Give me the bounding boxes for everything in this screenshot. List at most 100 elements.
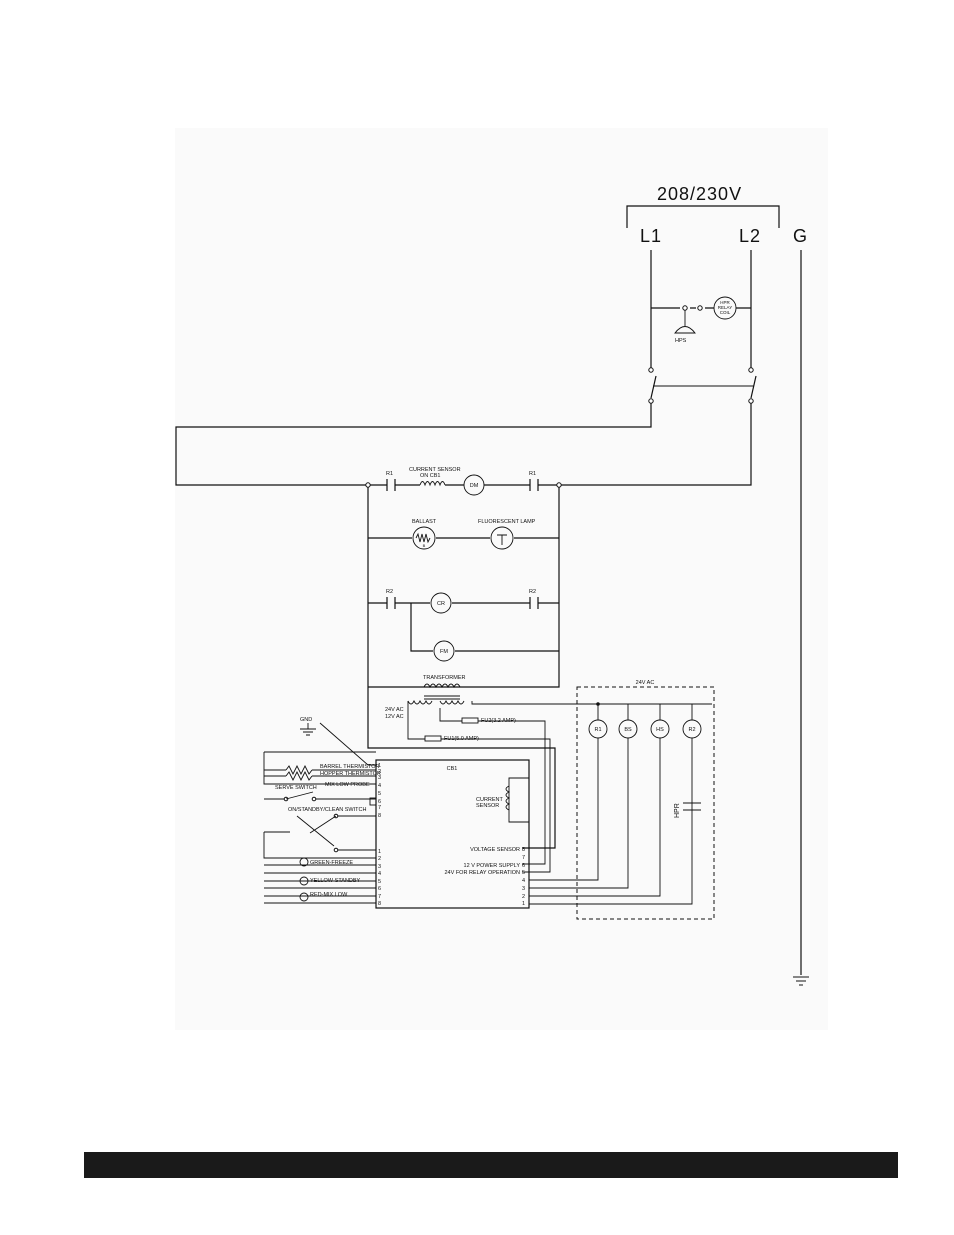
relay-box-title: 24V AC xyxy=(636,680,655,686)
relay-box: 24V AC R1 BS HS R2 HPR xyxy=(576,680,715,920)
footer-bar xyxy=(84,1152,898,1178)
pin-number: 5 xyxy=(522,870,525,876)
gnd-label: GND xyxy=(300,717,312,723)
dasher-motor-branch: R1 CURRENT SENSOR ON CB1 DM R1 xyxy=(365,467,562,496)
relay-coil-bs-label: BS xyxy=(624,727,632,733)
hpr-coil-label-1: HPR xyxy=(720,300,730,305)
supply-voltage-label: 208/230V xyxy=(657,184,742,204)
current-sensor-label-2: ON CB1 xyxy=(420,473,440,479)
pin-number: 1 xyxy=(378,763,381,769)
pin-number: 3 xyxy=(522,886,525,892)
cb1-board xyxy=(375,759,530,909)
hpr-relay-coil-icon xyxy=(713,296,737,320)
tx-12v-label: 12V AC xyxy=(385,714,404,720)
on-standby-clean-switch-label: ON/STANDBY/CLEAN SWITCH xyxy=(288,807,366,813)
r2-coil-icon xyxy=(682,719,702,739)
fluorescent-lamp-label: FLUORESCENT LAMP xyxy=(478,519,536,525)
pin-number: 5 xyxy=(378,791,381,797)
fm-label: FM xyxy=(440,649,448,655)
dasher-motor-icon xyxy=(463,474,485,496)
compressor-fan-branch: R2 CR R2 FM xyxy=(368,589,559,662)
l1-label: L1 xyxy=(640,226,662,246)
yellow-standby-label: YELLOW-STANDBY xyxy=(310,878,361,884)
cb1-pins-right: 8 7 6 5 4 3 2 1 xyxy=(522,847,525,907)
diagram-panel xyxy=(175,128,828,1030)
relay-coil-hs-label: HS xyxy=(656,727,664,733)
cb1-pins-upper: 1 2 3 4 5 6 7 8 xyxy=(378,763,381,819)
relay-box-outline xyxy=(576,686,715,920)
voltage-sensor-label: VOLTAGE SENSOR xyxy=(470,847,520,853)
fluorescent-lamp-icon xyxy=(490,526,514,550)
pin-number: 6 xyxy=(378,886,381,892)
hs-coil-icon xyxy=(650,719,670,739)
current-sensor-coil-icon xyxy=(419,481,446,487)
l2-label: L2 xyxy=(739,226,761,246)
current-sensor-label-1: CURRENT SENSOR xyxy=(409,467,461,473)
pin-number: 8 xyxy=(378,813,381,819)
main-contacts xyxy=(175,367,757,486)
pin-number: 2 xyxy=(522,894,525,900)
12v-power-supply-label: 12 V POWER SUPPLY xyxy=(464,863,521,869)
pin-number: 6 xyxy=(378,799,381,805)
ground-line xyxy=(793,250,809,986)
pin-number: 4 xyxy=(378,783,381,789)
cb1-label: CB1 xyxy=(447,766,458,772)
cb1-current-sensor-label-2: SENSOR xyxy=(476,803,499,809)
pin-number: 7 xyxy=(378,894,381,900)
hpr-coil-label-2: RELAY xyxy=(718,305,732,310)
cb1-outputs: VOLTAGE SENSOR 12 V POWER SUPPLY 24V FOR… xyxy=(445,738,693,905)
earth-ground-icon xyxy=(793,976,809,986)
pin-number: 4 xyxy=(378,871,381,877)
pin-number: 2 xyxy=(378,856,381,862)
pin-number: 8 xyxy=(522,847,525,853)
bs-coil-icon xyxy=(618,719,638,739)
ballast-label: BALLAST xyxy=(412,519,437,525)
serve-switch: SERVE SWITCH xyxy=(264,785,376,802)
cb1-current-sensor-label-1: CURRENT xyxy=(476,797,504,803)
cb1-pins-lower: 1 2 3 4 5 6 7 8 xyxy=(378,849,381,907)
hpr-contact-label: HPR xyxy=(674,803,681,818)
compressor-relay-icon xyxy=(430,592,452,614)
ballast-b-label: B xyxy=(423,543,426,548)
pin-number: 8 xyxy=(378,901,381,907)
relay-coil-r2-label: R2 xyxy=(688,727,695,733)
pin-number: 3 xyxy=(378,775,381,781)
pin-number: 4 xyxy=(522,878,525,884)
thermistor-inputs: BARREL THERMISTOR HOPPER THERMISTOR MIX … xyxy=(263,751,381,788)
hps-label: HPS xyxy=(675,338,687,344)
left-bus xyxy=(367,487,556,849)
hopper-thermistor-label: HOPPER THERMISTOR xyxy=(320,771,381,777)
fan-motor-icon xyxy=(433,640,455,662)
r1-contact-left-label: R1 xyxy=(386,471,393,477)
fu1-fuse-icon xyxy=(424,735,442,742)
pin-number: 6 xyxy=(522,863,525,869)
indicator-lamps: GREEN-FREEZE YELLOW-STANDBY RED-MIX LOW xyxy=(264,857,376,904)
fu2-fuse-icon xyxy=(461,717,479,724)
pin-number: 5 xyxy=(378,879,381,885)
green-freeze-label: GREEN-FREEZE xyxy=(310,860,353,866)
ballast-lamp-branch: BALLAST B FLUORESCENT LAMP xyxy=(368,519,559,550)
pin-number: 3 xyxy=(378,864,381,870)
hpr-coil-label-3: COIL xyxy=(720,310,731,315)
barrel-thermistor-label: BARREL THERMISTOR xyxy=(320,764,380,770)
control-board-cb1: CB1 CURRENT SENSOR xyxy=(369,759,530,909)
on-standby-clean-switch: ON/STANDBY/CLEAN SWITCH xyxy=(263,807,376,859)
red-mix-low-label: RED-MIX LOW xyxy=(310,892,348,898)
pin-number: 1 xyxy=(522,901,525,907)
pin-number: 7 xyxy=(522,855,525,861)
dm-label: DM xyxy=(470,483,479,489)
ground-g-label: G xyxy=(793,226,808,246)
yellow-standby-lamp-icon xyxy=(299,876,309,886)
right-bus xyxy=(368,487,560,688)
relay-coil-r1-label: R1 xyxy=(594,727,601,733)
green-freeze-lamp-icon xyxy=(299,857,309,867)
mix-low-probe-label: MIX LOW PROBE xyxy=(325,782,370,788)
r1-coil-icon xyxy=(588,719,608,739)
transformer-label: TRANSFORMER xyxy=(423,675,466,681)
pin-number: 7 xyxy=(378,805,381,811)
pin-number: 2 xyxy=(378,769,381,775)
r1-contact-right-label: R1 xyxy=(529,471,536,477)
r2-contact-right-label: R2 xyxy=(529,589,536,595)
gnd: GND xyxy=(300,717,377,766)
